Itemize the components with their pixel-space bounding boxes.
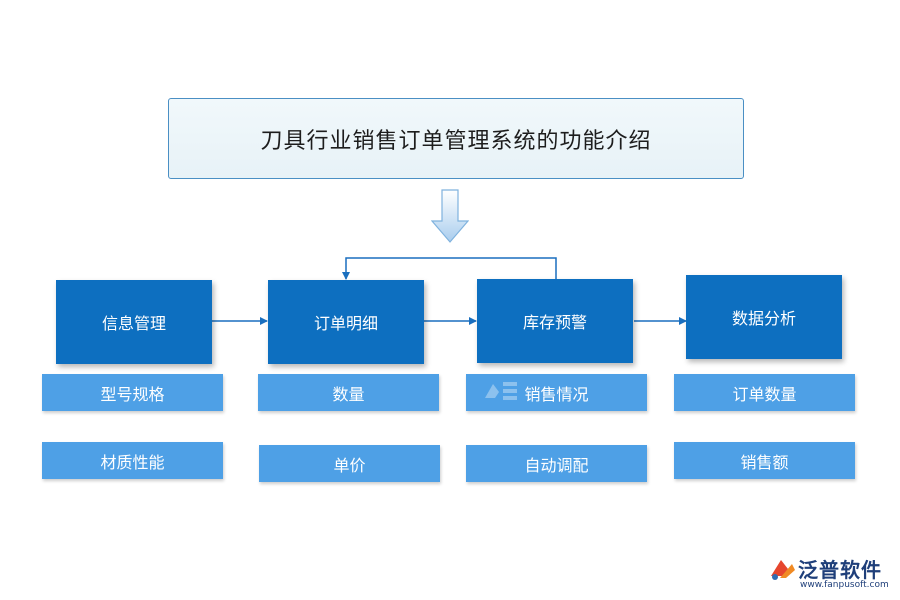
feature-model-spec: 型号规格 (42, 374, 223, 411)
module-order-details: 订单明细 (268, 280, 424, 364)
feedback-arrow-stock-to-order (342, 257, 557, 280)
feature-unit-price: 单价 (259, 445, 440, 482)
brand-logo: 泛普软件 www.fanpusoft.com (768, 554, 892, 596)
feature-quantity: 数量 (258, 374, 439, 411)
watermark-logo-icon (485, 382, 517, 400)
feature-auto-allocation: 自动调配 (466, 445, 647, 482)
brand-url: www.fanpusoft.com (800, 580, 889, 590)
module-stock-alert: 库存预警 (477, 279, 633, 363)
feature-material-performance: 材质性能 (42, 442, 223, 479)
down-arrow-icon (431, 189, 469, 243)
feature-sales-amount: 销售额 (674, 442, 855, 479)
module-data-analysis: 数据分析 (686, 275, 842, 359)
brand-name: 泛普软件 (798, 558, 882, 582)
module-info-management: 信息管理 (56, 280, 212, 364)
brand-icon (771, 560, 795, 580)
feature-order-count: 订单数量 (674, 374, 855, 411)
feature-sales-status: 销售情况 (466, 374, 647, 411)
diagram-title: 刀具行业销售订单管理系统的功能介绍 (168, 98, 744, 179)
